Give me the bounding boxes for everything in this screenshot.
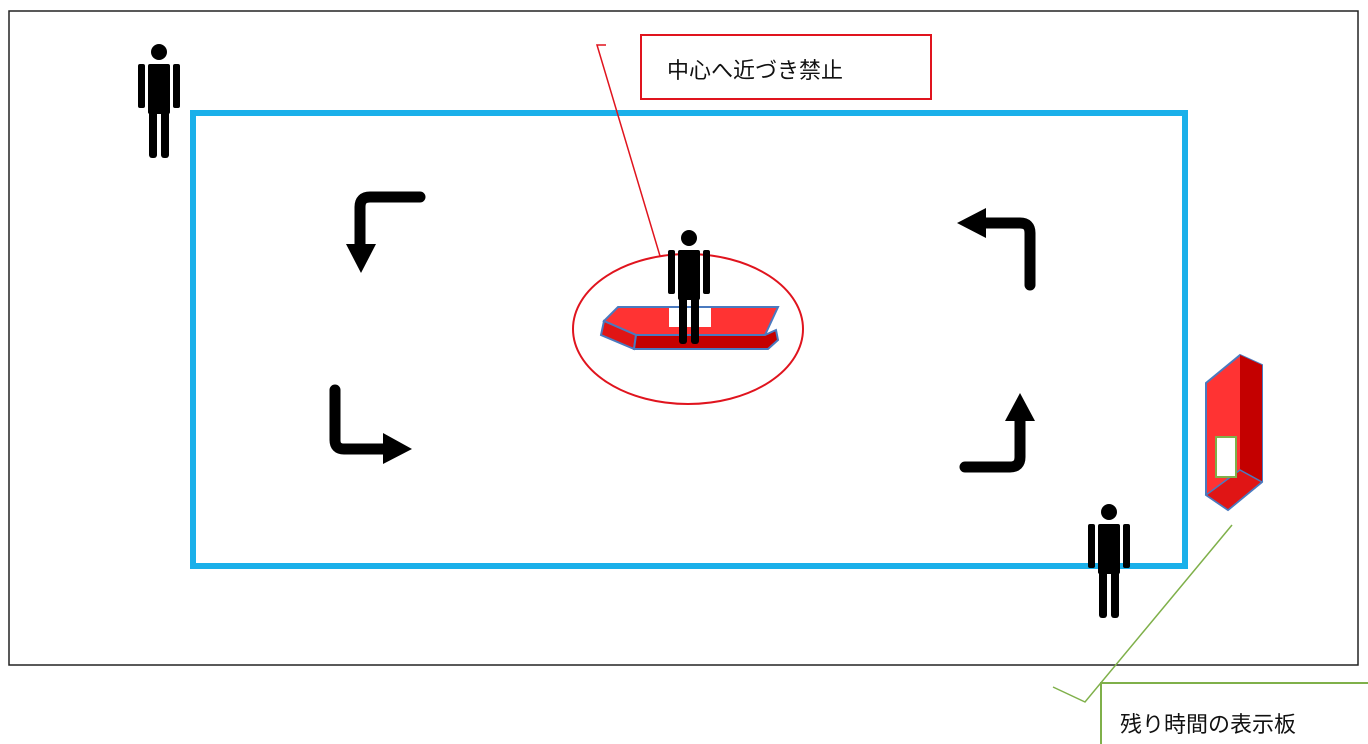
curved-arrow-icon: [329, 384, 412, 464]
board-callout-box: [1100, 682, 1368, 744]
person-icon: [138, 44, 180, 158]
center-warning-label: 中心へ近づき禁止: [667, 59, 844, 84]
center-callout-box: [640, 34, 932, 100]
center-platform: [599, 306, 780, 351]
timer-board: [1204, 353, 1264, 512]
center-callout-leader: [595, 44, 661, 257]
timer-board-label: 残り時間の表示板: [1120, 713, 1297, 738]
curved-arrow-icon: [346, 191, 426, 273]
court-boundary: [190, 110, 1188, 569]
board-callout-leader: [1052, 524, 1233, 703]
outer-frame: [8, 10, 1359, 666]
person-icon: [1088, 504, 1130, 618]
curved-arrow-icon: [957, 208, 1036, 291]
curved-arrow-icon: [959, 393, 1035, 473]
